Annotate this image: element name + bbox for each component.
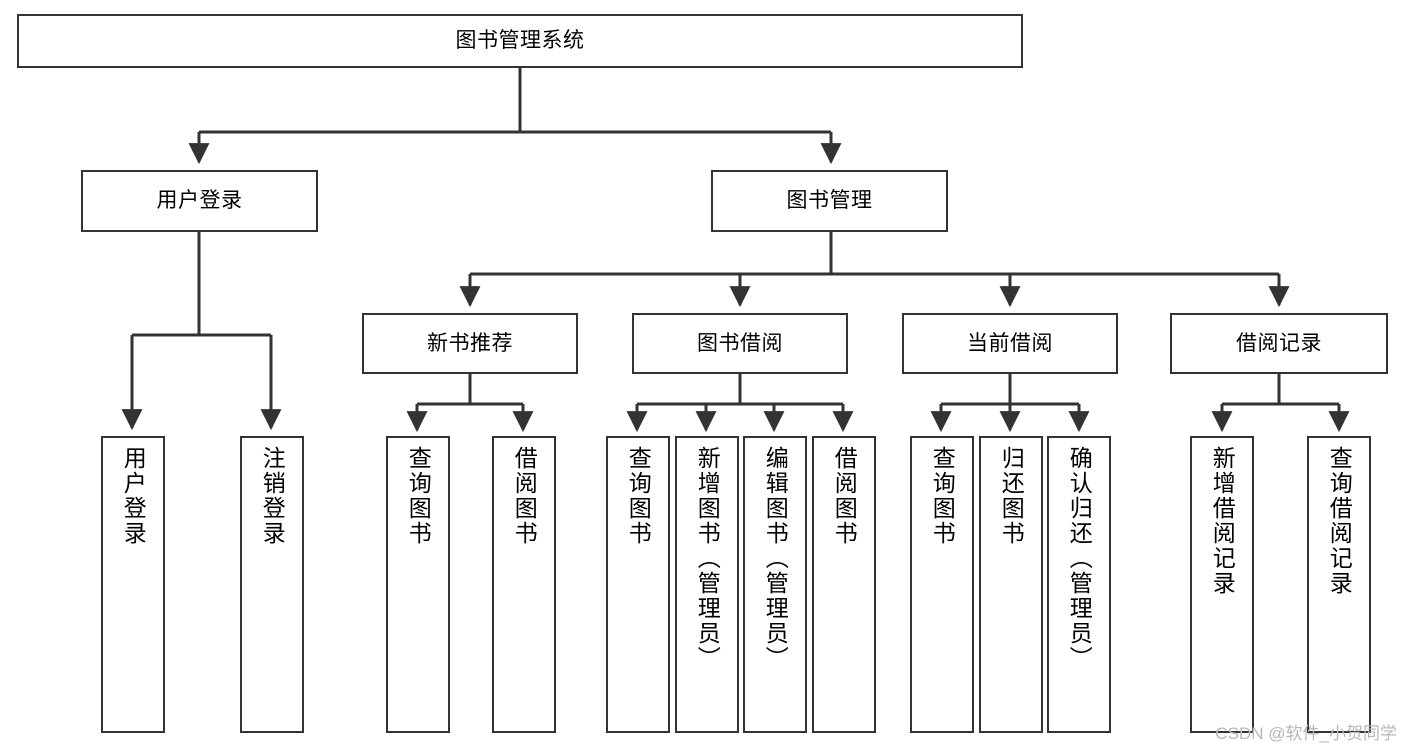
leaf-borrow-query-book[interactable]: 查询图书 [606, 436, 670, 733]
leaf-newbook-query-book[interactable]: 查询图书 [386, 436, 450, 733]
leaf-record-add-label: 新增借阅记录 [1209, 446, 1236, 596]
leaf-borrow-borrow-book[interactable]: 借阅图书 [812, 436, 876, 733]
leaf-record-add[interactable]: 新增借阅记录 [1190, 436, 1254, 733]
node-borrow-record-label: 借阅记录 [1236, 331, 1322, 355]
node-current-borrow[interactable]: 当前借阅 [902, 313, 1118, 374]
leaf-borrow-add-book[interactable]: 新增图书（管理员） [675, 436, 739, 733]
node-user-login[interactable]: 用户登录 [81, 170, 318, 232]
leaf-current-confirm-return[interactable]: 确认归还（管理员） [1047, 436, 1111, 733]
leaf-current-query-book[interactable]: 查询图书 [910, 436, 974, 733]
leaf-record-query[interactable]: 查询借阅记录 [1307, 436, 1371, 733]
leaf-current-confirm-return-label: 确认归还（管理员） [1066, 446, 1093, 671]
watermark-text: CSDN @软件_小贺同学 [1215, 724, 1397, 743]
leaf-newbook-borrow-book-label: 借阅图书 [511, 446, 538, 546]
leaf-current-return-book-label: 归还图书 [998, 446, 1025, 546]
node-book-borrow[interactable]: 图书借阅 [632, 313, 848, 374]
node-root-label: 图书管理系统 [455, 29, 585, 53]
leaf-borrow-query-book-label: 查询图书 [625, 446, 652, 546]
leaf-borrow-edit-book[interactable]: 编辑图书（管理员） [743, 436, 807, 733]
leaf-user-login[interactable]: 用户登录 [101, 436, 165, 733]
node-new-book-recommend-label: 新书推荐 [427, 331, 513, 355]
node-book-management[interactable]: 图书管理 [711, 170, 948, 232]
leaf-logout-label: 注销登录 [259, 446, 286, 546]
leaf-current-query-book-label: 查询图书 [929, 446, 956, 546]
leaf-current-return-book[interactable]: 归还图书 [979, 436, 1043, 733]
leaf-borrow-borrow-book-label: 借阅图书 [831, 446, 858, 546]
node-borrow-record[interactable]: 借阅记录 [1170, 313, 1388, 374]
leaf-newbook-borrow-book[interactable]: 借阅图书 [492, 436, 556, 733]
leaf-borrow-edit-book-label: 编辑图书（管理员） [762, 446, 789, 671]
node-book-management-label: 图书管理 [786, 189, 873, 213]
node-user-login-label: 用户登录 [156, 189, 243, 213]
node-root[interactable]: 图书管理系统 [17, 14, 1023, 68]
leaf-user-login-label: 用户登录 [120, 446, 147, 546]
node-book-borrow-label: 图书借阅 [697, 331, 783, 355]
leaf-record-query-label: 查询借阅记录 [1326, 446, 1353, 596]
node-new-book-recommend[interactable]: 新书推荐 [362, 313, 578, 374]
leaf-logout[interactable]: 注销登录 [240, 436, 304, 733]
leaf-borrow-add-book-label: 新增图书（管理员） [694, 446, 721, 671]
node-current-borrow-label: 当前借阅 [967, 331, 1053, 355]
leaf-newbook-query-book-label: 查询图书 [405, 446, 432, 546]
